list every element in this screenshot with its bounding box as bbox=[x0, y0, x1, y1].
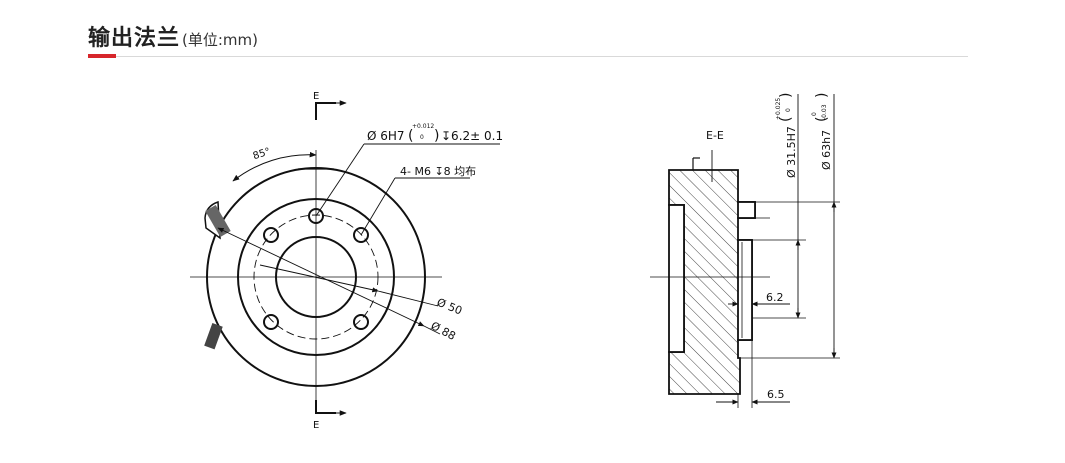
svg-text:(: ( bbox=[778, 117, 794, 122]
angle-arc bbox=[232, 151, 317, 182]
pin-hole-leader bbox=[315, 143, 365, 217]
title-accent-bar bbox=[88, 54, 116, 58]
dia88-shelf bbox=[423, 325, 441, 335]
pin-hole bbox=[308, 208, 324, 224]
pin-hole-paren-right: ) bbox=[434, 128, 439, 144]
section-marker-top: E bbox=[313, 91, 347, 120]
section-view: E-E Ø 31.5H7 ( +0.025 0 ) Ø 63h bbox=[650, 93, 840, 408]
tapped-hole bbox=[263, 314, 279, 330]
outer-tol-upper: 0 bbox=[811, 112, 818, 116]
dia88-label: Ø 88 bbox=[429, 319, 458, 343]
tapped-hole bbox=[353, 314, 369, 330]
angle-label: 85° bbox=[252, 146, 272, 162]
outer-tol-lower: -0.03 bbox=[821, 104, 828, 120]
svg-text:(: ( bbox=[814, 117, 830, 122]
svg-text:): ) bbox=[814, 93, 830, 98]
side-knob-lower bbox=[204, 323, 223, 350]
tapped-hole-leader bbox=[360, 177, 396, 236]
bore-tol-lower: 0 bbox=[785, 108, 792, 112]
bore-dim-label: Ø 31.5H7 bbox=[785, 126, 798, 178]
dia50-shelf bbox=[377, 290, 439, 307]
dia88-leader bbox=[217, 227, 425, 327]
dia50-label: Ø 50 bbox=[435, 296, 464, 318]
pin-hole-depth: ↧6.2± 0.1 bbox=[441, 129, 503, 143]
section-marker-bottom: E bbox=[313, 400, 347, 431]
section-header: 输出法兰(单位:mm) bbox=[88, 20, 258, 52]
svg-text:): ) bbox=[778, 93, 794, 98]
outer-dim-label: Ø 63h7 bbox=[820, 130, 833, 170]
pin-hole-tol-lower: 0 bbox=[420, 134, 424, 141]
section-view-title: E-E bbox=[706, 129, 724, 142]
section-label-top: E bbox=[313, 91, 319, 102]
pin-hole-tol-upper: +0.012 bbox=[412, 123, 434, 130]
unit-label: (单位:mm) bbox=[182, 31, 258, 49]
section-title: 输出法兰 bbox=[88, 26, 181, 51]
pin-hole-callout: Ø 6H7 bbox=[367, 129, 405, 143]
pin-hole-paren-left: ( bbox=[408, 128, 413, 144]
left-bore-recess bbox=[668, 204, 685, 353]
pin-hole-section bbox=[737, 201, 756, 219]
step-65-label: 6.5 bbox=[767, 388, 785, 401]
right-bore-recess bbox=[737, 239, 753, 341]
header-divider bbox=[88, 56, 968, 57]
front-view: E E 85° bbox=[190, 91, 503, 431]
section-label-bottom: E bbox=[313, 420, 319, 431]
tapped-hole-callout: 4- M6 ↧8 均布 bbox=[400, 165, 476, 178]
depth-62-label: 6.2 bbox=[766, 291, 784, 304]
bore-tol-upper: +0.025 bbox=[775, 98, 782, 120]
